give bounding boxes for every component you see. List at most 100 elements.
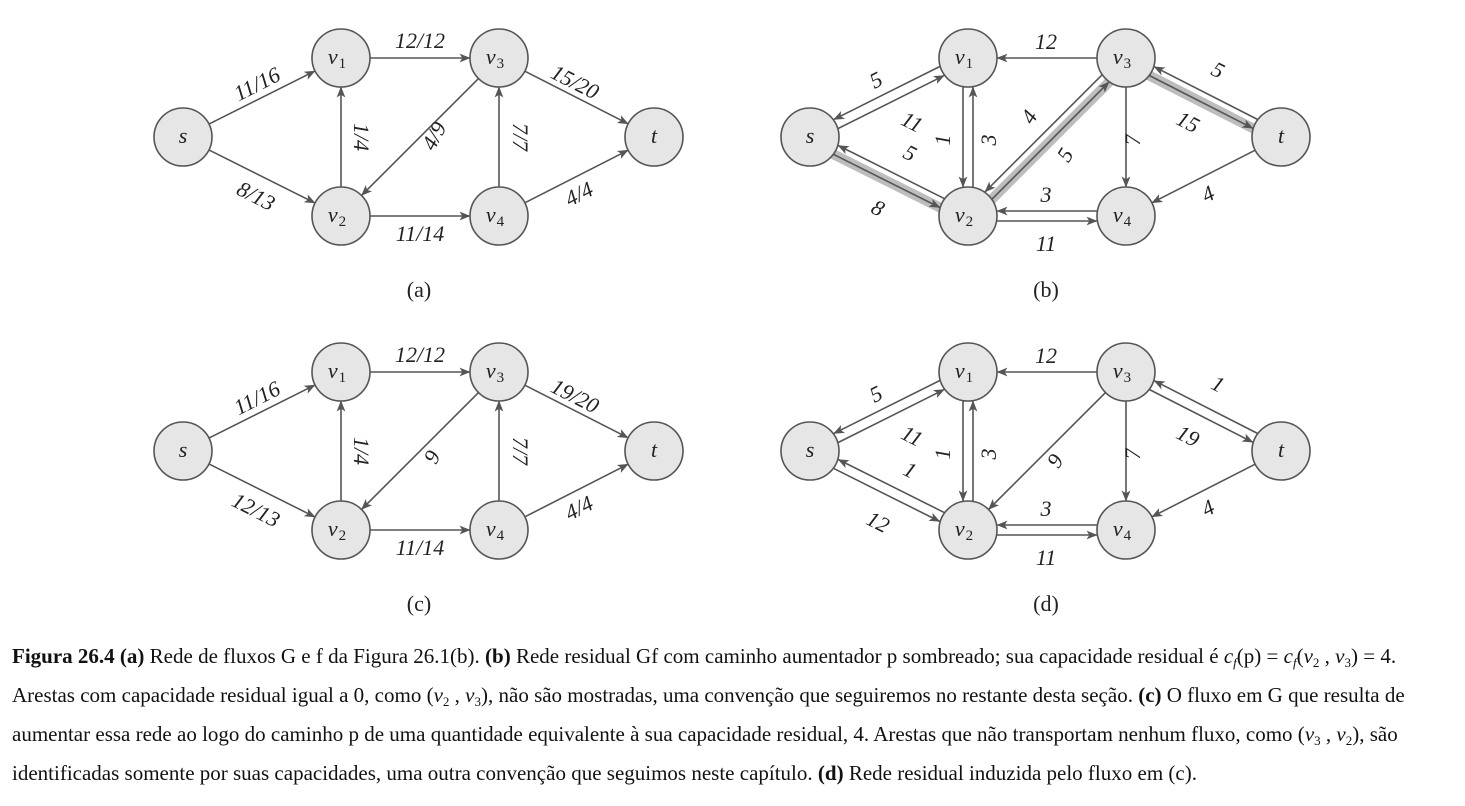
edge-label-t-v4: 4	[1197, 180, 1218, 207]
node-v3: v3	[1096, 342, 1156, 402]
node-label-v4: v4	[1113, 202, 1132, 230]
edge-label-v2-v4: 3	[1040, 182, 1052, 207]
node-label-v1: v1	[955, 358, 973, 386]
edge-v2-v3	[991, 81, 1110, 200]
edge-label-v3-v4: 7	[1120, 134, 1145, 146]
node-label-s: s	[179, 123, 188, 148]
edge-label-v3-t: 1	[1208, 370, 1229, 397]
edge-s-v1	[837, 74, 945, 130]
node-v1: v1	[938, 28, 998, 88]
edge-s-v1	[837, 388, 945, 444]
node-circle-v2	[938, 186, 998, 246]
panel-label-a: (a)	[407, 277, 431, 302]
node-label-v2: v2	[328, 516, 346, 544]
edge-label-v1-s: 11	[897, 420, 927, 452]
edge-label-v3-v2: 9	[1041, 449, 1068, 472]
edge-label-v2-v4: 11/14	[396, 535, 444, 560]
node-circle-v3	[469, 28, 529, 88]
node-v2: v2	[938, 186, 998, 246]
edge-label-v2-v3: 4	[1015, 105, 1042, 128]
node-v4: v4	[1096, 186, 1156, 246]
edge-s-v1	[208, 70, 316, 125]
edge-label-v4-v3: 7/7	[508, 437, 533, 466]
edge-label-v2-v4: 3	[1040, 496, 1052, 521]
edge-s-v2	[833, 153, 941, 209]
node-v3: v3	[469, 28, 529, 88]
edge-v3-v2	[984, 74, 1103, 193]
edge-s-v2	[208, 463, 316, 518]
node-circle-t	[624, 421, 684, 481]
edge-label-v3-v4: 7	[1120, 448, 1145, 460]
edge-label-t-v4: 4	[1197, 494, 1218, 521]
caption-text-b2: (p) =	[1236, 644, 1284, 668]
node-circle-v2	[311, 500, 371, 560]
node-circle-v1	[311, 28, 371, 88]
node-label-t: t	[1278, 437, 1285, 462]
edge-v4-t	[524, 149, 629, 204]
edge-label-v3-t: 5	[1208, 56, 1229, 83]
edge-label-v3-v2: 5	[1051, 143, 1078, 166]
edge-label-v2-v1: 1/4	[349, 437, 374, 465]
edge-v1-s	[833, 379, 941, 435]
caption-tag-d: (d)	[817, 761, 844, 785]
node-label-s: s	[806, 123, 815, 148]
caption-text-d: Rede residual induzida pelo fluxo em (c)…	[843, 761, 1197, 785]
edge-t-v3	[1153, 66, 1258, 121]
node-label-v1: v1	[955, 44, 973, 72]
node-label-t: t	[651, 437, 658, 462]
edge-label-s-v2: 5	[900, 139, 921, 166]
caption-tag-b: (b)	[485, 644, 511, 668]
caption-tag-a: (a)	[119, 644, 145, 668]
caption-text-c1: O fluxo em G que resulta de aumentar ess…	[12, 683, 1405, 746]
edges	[833, 53, 1258, 226]
node-label-v3: v3	[1113, 358, 1131, 386]
node-v2: v2	[311, 500, 371, 560]
node-circle-v1	[311, 342, 371, 402]
edge-v3-t	[1149, 388, 1254, 443]
node-circle-v3	[1096, 28, 1156, 88]
node-circle-v4	[469, 500, 529, 560]
edge-label-v2-s: 12	[863, 506, 894, 538]
node-label-s: s	[806, 437, 815, 462]
node-circle-t	[1251, 421, 1311, 481]
node-label-v4: v4	[1113, 516, 1132, 544]
edge-label-v3-v2: 9	[418, 446, 445, 467]
edge-t-v4	[1151, 463, 1256, 518]
node-t: t	[1251, 107, 1311, 167]
edge-label-s-v1: 5	[865, 380, 886, 407]
node-s: s	[780, 421, 840, 481]
edges	[208, 53, 629, 221]
caption-text-b1: Rede residual Gf com caminho aumentador …	[510, 644, 1224, 668]
edge-label-v1-v2: 1	[930, 135, 955, 146]
node-label-v1: v1	[328, 358, 346, 386]
node-s: s	[153, 107, 213, 167]
caption-fig-label: Figura 26.4	[12, 644, 115, 668]
node-label-v3: v3	[486, 44, 504, 72]
caption-text-b5: ), não são mostradas, uma convenção que …	[481, 683, 1139, 707]
node-circle-v4	[1096, 500, 1156, 560]
caption-text-b3: (	[1296, 644, 1304, 668]
figure-caption: Figura 26.4 (a) Rede de fluxos G e f da …	[12, 644, 1405, 785]
edge-label-v2-v1: 3	[976, 135, 1001, 147]
node-circle-s	[153, 421, 213, 481]
edge-v3-t	[524, 384, 629, 439]
edge-label-v3-v1: 12	[1035, 29, 1057, 54]
edge-label-v1-v2: 1	[930, 449, 955, 460]
panel-label-d: (d)	[1033, 591, 1059, 616]
edge-label-v2-v1: 1/4	[349, 123, 374, 151]
edge-v3-t	[524, 70, 629, 125]
edges	[208, 367, 629, 535]
node-circle-s	[780, 421, 840, 481]
node-t: t	[1251, 421, 1311, 481]
node-circle-t	[1251, 107, 1311, 167]
node-v1: v1	[938, 342, 998, 402]
node-label-v3: v3	[1113, 44, 1131, 72]
node-label-v3: v3	[486, 358, 504, 386]
edge-label-v2-v4: 11/14	[396, 221, 444, 246]
caption-text-c2: ), são identificadas somente por suas ca…	[12, 722, 1398, 785]
node-label-v2: v2	[955, 516, 973, 544]
edge-v2-s	[837, 144, 945, 200]
panel-label-c: (c)	[407, 591, 431, 616]
